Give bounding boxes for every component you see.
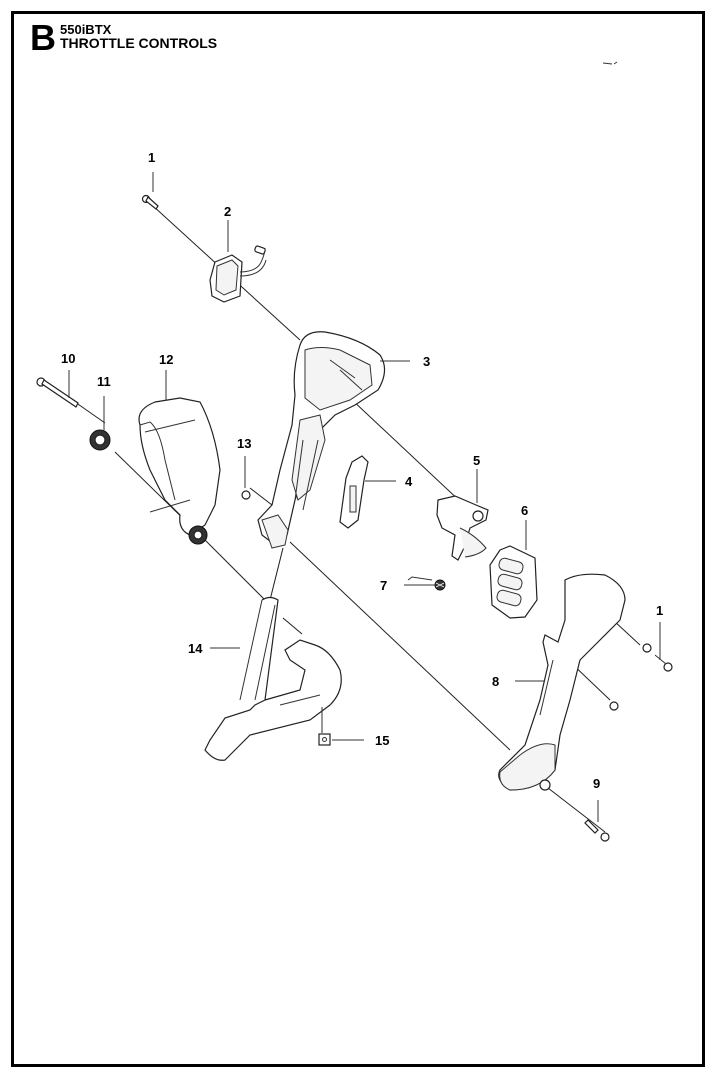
part-screw-bottom[interactable] [584, 819, 610, 842]
callout-8[interactable]: 8 [492, 674, 499, 689]
part-screw-top[interactable] [141, 194, 159, 210]
callout-3[interactable]: 3 [423, 354, 430, 369]
stray-mark [602, 61, 618, 65]
part-handle-clamp[interactable] [138, 397, 221, 545]
callout-13[interactable]: 13 [237, 436, 251, 451]
callout-10[interactable]: 10 [61, 351, 75, 366]
part-handle-cover[interactable] [498, 573, 626, 791]
part-bolt[interactable] [36, 377, 79, 408]
part-switch[interactable] [209, 245, 267, 303]
part-handle-housing[interactable] [257, 331, 386, 549]
part-throttle-trigger[interactable] [436, 495, 489, 561]
axis-line-7 [289, 541, 511, 751]
callout-15[interactable]: 15 [375, 733, 389, 748]
callout-1-right[interactable]: 1 [656, 603, 663, 618]
part-switch-slider[interactable] [339, 455, 369, 529]
axis-line-9 [269, 547, 284, 601]
callout-6[interactable]: 6 [521, 503, 528, 518]
axis-line-5 [199, 534, 276, 611]
part-nut[interactable] [241, 490, 251, 500]
callout-14[interactable]: 14 [188, 641, 203, 656]
axis-line-12 [282, 617, 303, 635]
callout-7[interactable]: 7 [380, 578, 387, 593]
callout-1-top[interactable]: 1 [148, 150, 155, 165]
part-screw-middle[interactable] [609, 701, 619, 711]
callout-11[interactable]: 11 [97, 374, 111, 389]
part-control-pad[interactable] [489, 545, 538, 619]
callout-5[interactable]: 5 [473, 453, 480, 468]
callout-2[interactable]: 2 [224, 204, 231, 219]
part-screw-right[interactable] [642, 643, 673, 672]
axis-line-6 [249, 487, 273, 506]
axis-line-8 [547, 787, 606, 833]
model-name: 550iBTX [60, 22, 112, 37]
part-handle-bracket[interactable] [204, 596, 342, 761]
diagram-frame [11, 11, 705, 1067]
part-torsion-spring[interactable] [407, 576, 446, 591]
part-knob[interactable] [89, 429, 111, 451]
callout-4[interactable]: 4 [405, 474, 413, 489]
callout-12[interactable]: 12 [159, 352, 173, 367]
diagram-title: THROTTLE CONTROLS [60, 35, 218, 51]
callout-9[interactable]: 9 [593, 776, 600, 791]
section-letter: B [30, 17, 56, 58]
part-square-nut[interactable] [318, 733, 331, 746]
